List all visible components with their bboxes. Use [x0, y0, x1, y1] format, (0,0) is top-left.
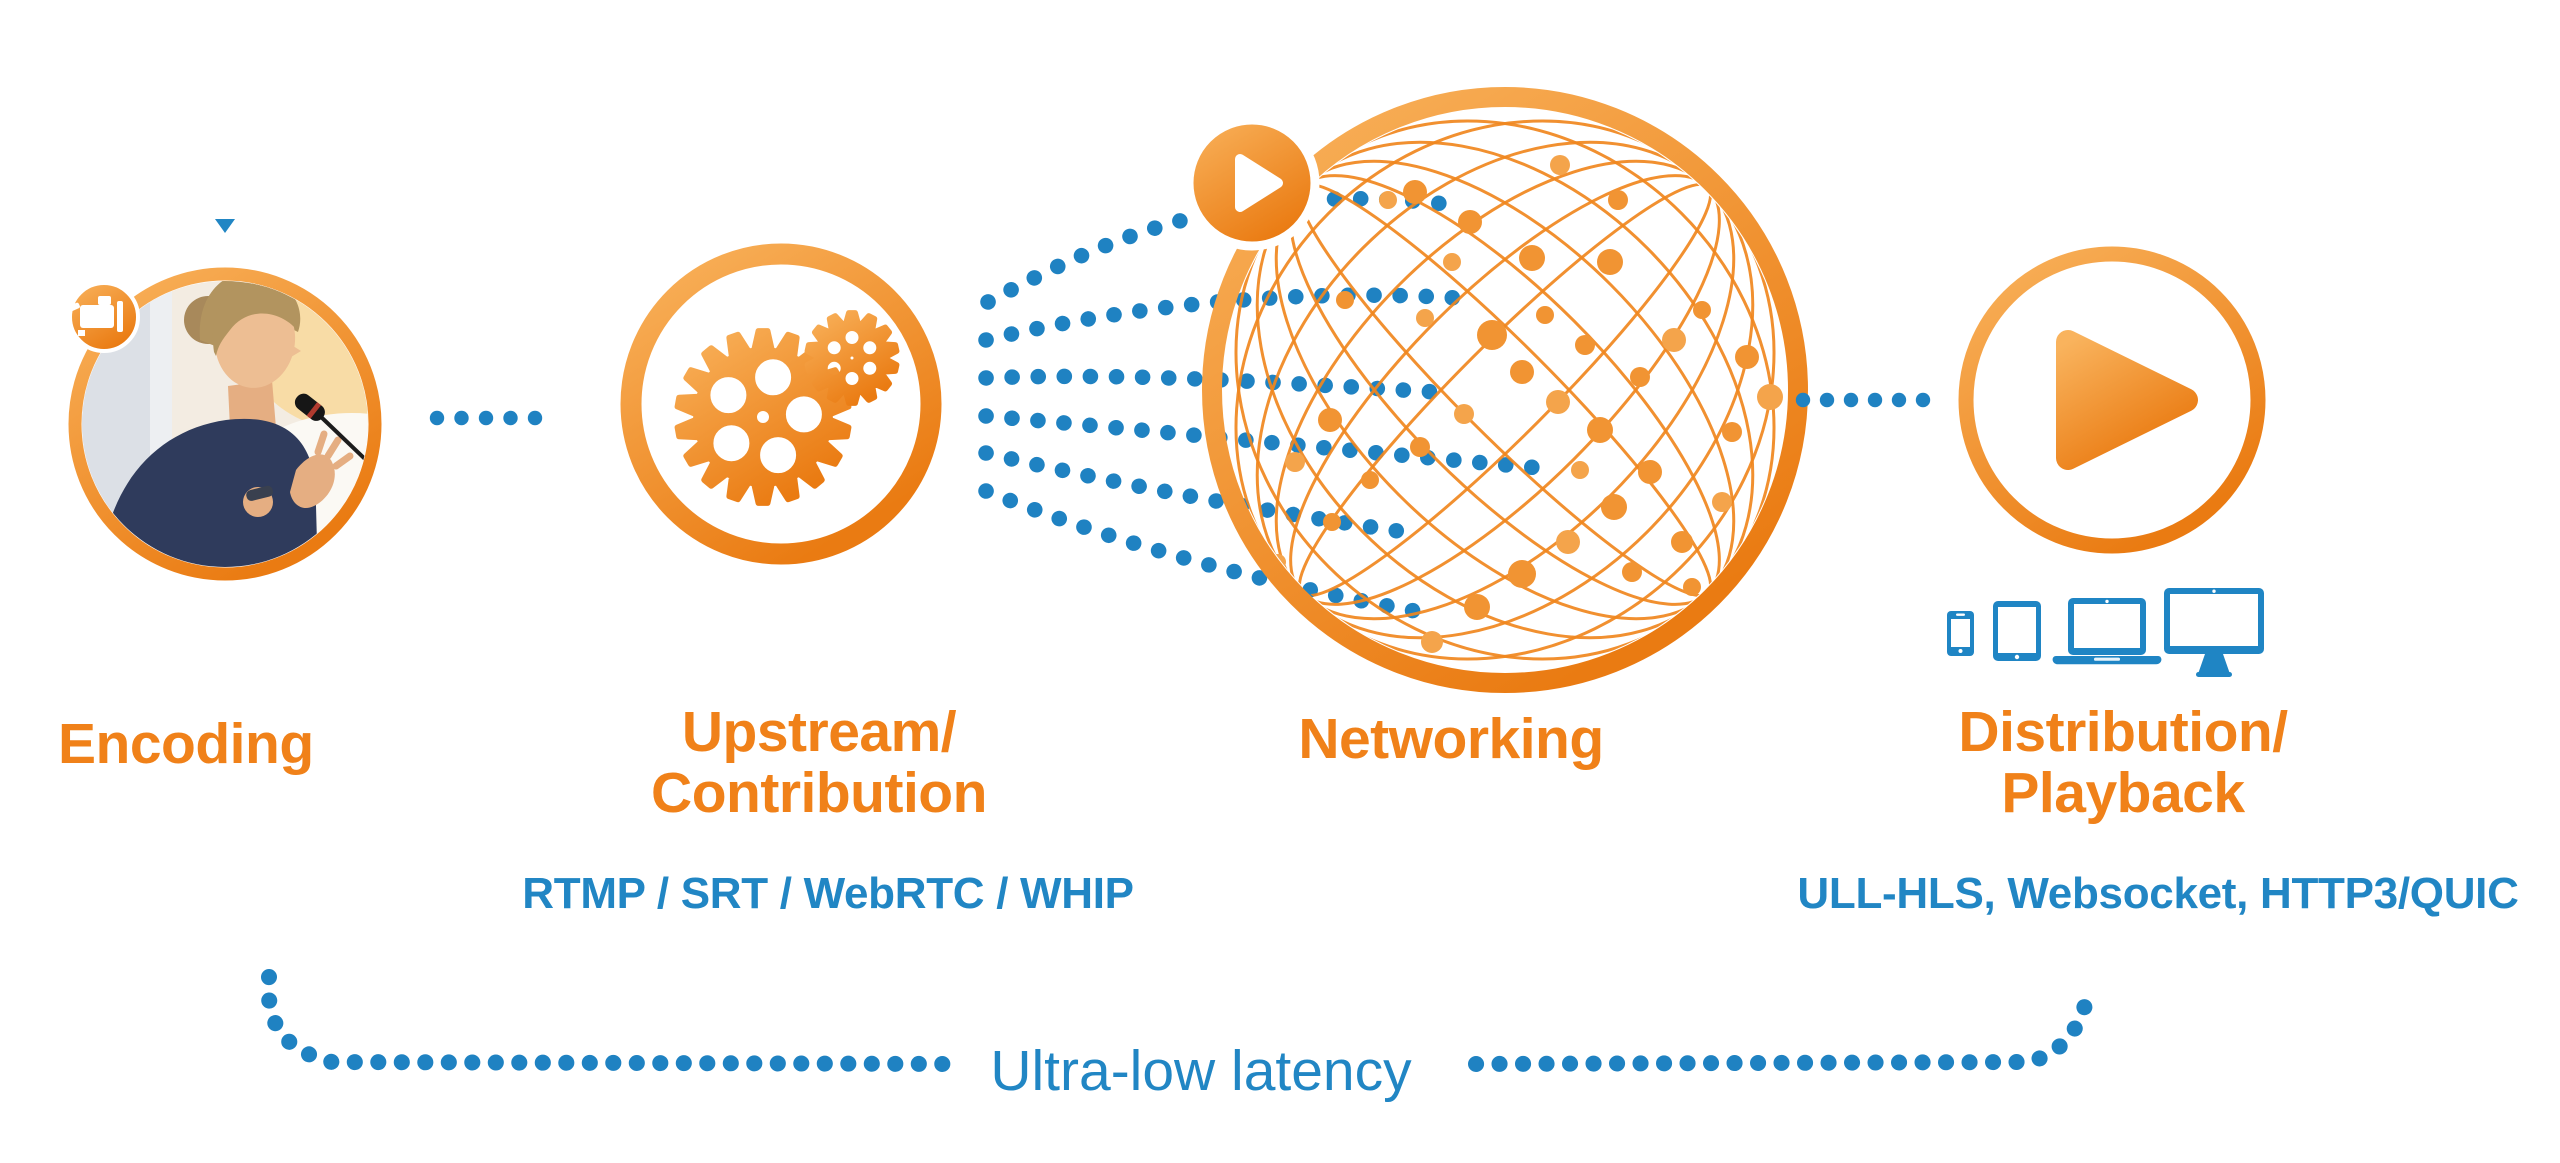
networking-ring — [1202, 87, 1808, 693]
latency-dotted-line — [260, 969, 2095, 1072]
upstream-ring — [620, 243, 942, 565]
play-badge-icon — [1184, 115, 1320, 251]
monitor-icon — [2164, 588, 2264, 677]
distribution-protocols: ULL-HLS, Websocket, HTTP3/QUIC — [1797, 869, 2519, 918]
play-icon — [1958, 246, 2266, 554]
connector-dots-left — [429, 410, 543, 426]
laptop-icon — [2052, 598, 2162, 665]
upstream-label: Upstream/ Contribution — [559, 702, 1079, 824]
device-icons — [1947, 588, 2264, 677]
upstream-protocols: RTMP / SRT / WebRTC / WHIP — [522, 869, 1134, 918]
down-triangle-icon — [215, 219, 235, 233]
tablet-icon — [1993, 601, 2041, 661]
distribution-label-line2: Playback — [2001, 761, 2245, 825]
latency-label: Ultra-low latency — [990, 1039, 1412, 1103]
smartphone-icon — [1947, 611, 1974, 656]
distribution-label: Distribution/ Playback — [1863, 702, 2383, 824]
encoding-ring — [68, 267, 382, 581]
distribution-label-line1: Distribution/ — [1958, 700, 2288, 764]
video-camera-icon — [64, 281, 140, 353]
encoding-label: Encoding — [58, 712, 314, 776]
networking-label: Networking — [1298, 707, 1604, 771]
upstream-label-line1: Upstream/ — [681, 700, 957, 764]
gears-icon — [674, 310, 900, 506]
upstream-label-line2: Contribution — [651, 761, 987, 825]
connector-dots-right — [1795, 392, 1931, 408]
